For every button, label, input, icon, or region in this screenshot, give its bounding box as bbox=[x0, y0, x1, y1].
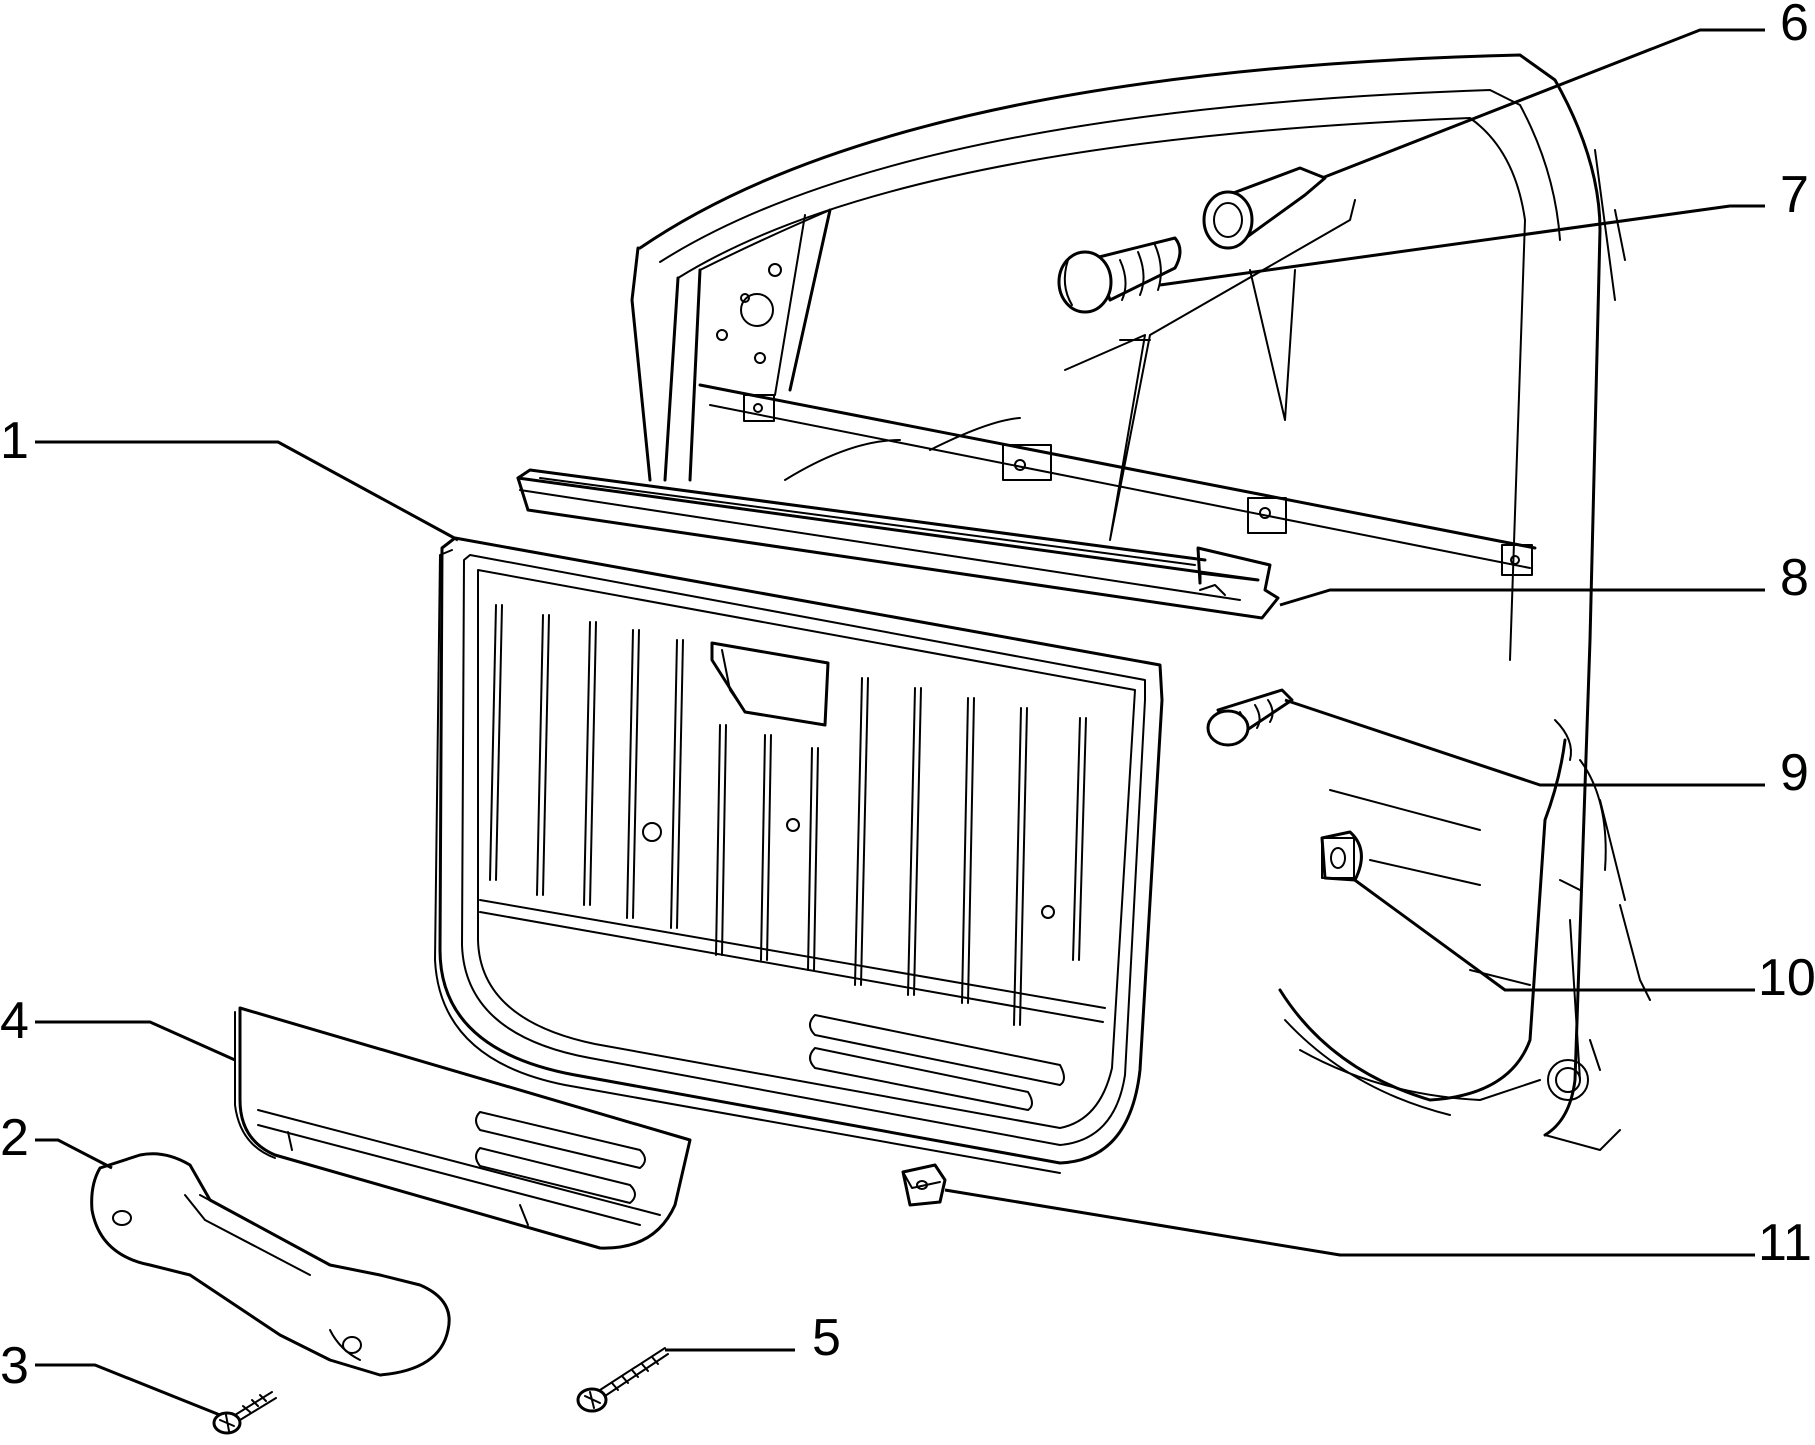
trim-clip bbox=[1206, 688, 1294, 747]
callout-1: 1 bbox=[0, 412, 29, 470]
panel-nut-clip bbox=[901, 1163, 947, 1207]
callout-8: 8 bbox=[1780, 549, 1809, 607]
grab-handle bbox=[90, 1152, 451, 1377]
window-sill-strip bbox=[516, 468, 1280, 620]
callout-6: 6 bbox=[1780, 0, 1809, 52]
callout-7: 7 bbox=[1780, 166, 1809, 224]
leader-7 bbox=[1159, 204, 1765, 287]
leader-1 bbox=[35, 440, 459, 542]
leader-lines bbox=[35, 28, 1765, 1417]
leader-2 bbox=[35, 1138, 113, 1170]
door-trim-panel bbox=[434, 536, 1164, 1174]
callout-11: 11 bbox=[1758, 1214, 1812, 1272]
callout-labels: 1 2 3 4 5 6 7 8 9 10 11 bbox=[0, 0, 1815, 1395]
leader-6 bbox=[1321, 28, 1765, 180]
leader-9 bbox=[1284, 698, 1765, 787]
leader-8 bbox=[1279, 588, 1765, 607]
door-pocket bbox=[234, 1006, 692, 1250]
callout-10: 10 bbox=[1758, 949, 1815, 1007]
callout-4: 4 bbox=[0, 992, 29, 1050]
leader-4 bbox=[35, 1020, 236, 1062]
leader-3 bbox=[35, 1363, 221, 1417]
door-frame-nut-clip bbox=[1320, 830, 1363, 882]
pocket-screw bbox=[576, 1347, 669, 1413]
callout-3: 3 bbox=[0, 1337, 29, 1395]
push-in-clip bbox=[1057, 236, 1182, 314]
door-frame bbox=[630, 53, 1651, 1151]
callout-5: 5 bbox=[812, 1309, 841, 1367]
locking-pin bbox=[1202, 166, 1327, 250]
leader-11 bbox=[944, 1188, 1755, 1257]
panel-ribs bbox=[489, 604, 1087, 1026]
leader-10 bbox=[1351, 876, 1755, 992]
callout-9: 9 bbox=[1780, 744, 1809, 802]
handle-screw bbox=[212, 1391, 277, 1435]
callout-2: 2 bbox=[0, 1109, 29, 1167]
